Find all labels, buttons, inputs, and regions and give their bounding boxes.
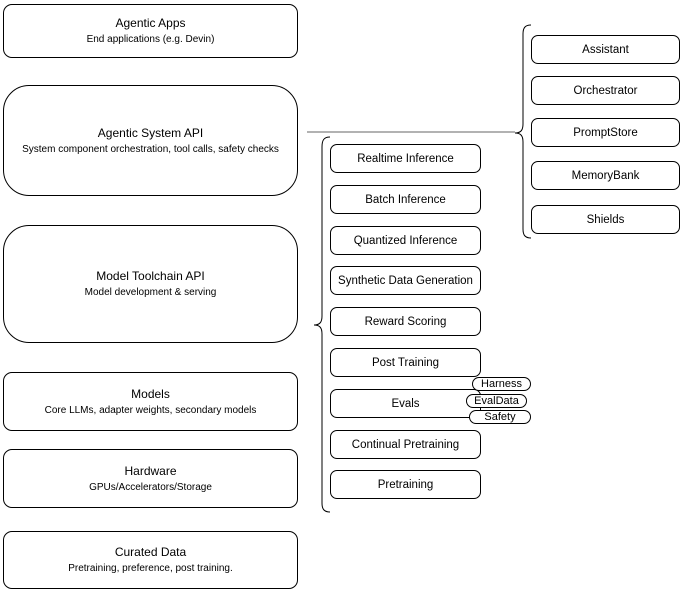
system-components-brace (514, 24, 532, 239)
pill-label: Safety (484, 411, 516, 423)
pill-evaldata: EvalData (466, 394, 527, 408)
layer-subtitle: End applications (e.g. Devin) (86, 34, 215, 45)
node-label: Quantized Inference (353, 234, 458, 247)
node-assistant: Assistant (531, 35, 680, 64)
layer-subtitle: GPUs/Accelerators/Storage (89, 481, 212, 493)
layer-title: Agentic Apps (115, 16, 186, 30)
node-memorybank: MemoryBank (531, 161, 680, 190)
layer-title: Model Toolchain API (96, 269, 205, 283)
node-label: Continual Pretraining (351, 438, 460, 451)
node-label: MemoryBank (571, 169, 640, 182)
pill-safety: Safety (469, 410, 531, 424)
layer-box-agentic-apps: Agentic Apps End applications (e.g. Devi… (3, 4, 298, 58)
pill-label: Harness (481, 378, 522, 390)
node-label: Batch Inference (365, 193, 446, 206)
node-label: Evals (391, 397, 420, 410)
node-evals: Evals (330, 389, 481, 418)
node-batch-inference: Batch Inference (330, 185, 481, 214)
layer-box-agentic-system-api: Agentic System API System component orch… (3, 85, 298, 196)
layer-box-models: Models Core LLMs, adapter weights, secon… (3, 372, 298, 431)
node-label: Shields (586, 213, 625, 226)
node-label: Realtime Inference (357, 152, 454, 165)
node-synthetic-data-generation: Synthetic Data Generation (330, 266, 481, 295)
layer-box-model-toolchain-api: Model Toolchain API Model development & … (3, 225, 298, 343)
node-promptstore: PromptStore (531, 118, 680, 147)
layer-title: Curated Data (114, 545, 187, 559)
node-label: Pretraining (377, 478, 434, 491)
node-label: Orchestrator (573, 84, 638, 97)
layer-box-curated-data: Curated Data Pretraining, preference, po… (3, 531, 298, 589)
layer-subtitle: System component orchestration, tool cal… (22, 143, 279, 155)
layer-title: Agentic System API (97, 125, 204, 140)
node-shields: Shields (531, 205, 680, 234)
node-label: Reward Scoring (364, 315, 447, 328)
node-continual-pretraining: Continual Pretraining (330, 430, 481, 459)
layer-subtitle: Model development & serving (84, 287, 217, 298)
layer-title: Hardware (124, 463, 177, 478)
layer-subtitle: Core LLMs, adapter weights, secondary mo… (44, 404, 257, 416)
node-reward-scoring: Reward Scoring (330, 307, 481, 336)
node-label: Synthetic Data Generation (338, 274, 473, 287)
layer-box-hardware: Hardware GPUs/Accelerators/Storage (3, 449, 298, 508)
pill-harness: Harness (472, 377, 531, 391)
node-post-training: Post Training (330, 348, 481, 377)
node-realtime-inference: Realtime Inference (330, 144, 481, 173)
node-orchestrator: Orchestrator (531, 76, 680, 105)
node-label: Post Training (371, 356, 440, 369)
node-label: Assistant (582, 43, 629, 56)
toolchain-brace (313, 136, 331, 513)
pill-label: EvalData (474, 395, 519, 407)
node-quantized-inference: Quantized Inference (330, 226, 481, 255)
layer-subtitle: Pretraining, preference, post training. (68, 563, 233, 574)
node-label: PromptStore (573, 126, 638, 139)
node-pretraining: Pretraining (330, 470, 481, 499)
layer-title: Models (131, 386, 170, 401)
